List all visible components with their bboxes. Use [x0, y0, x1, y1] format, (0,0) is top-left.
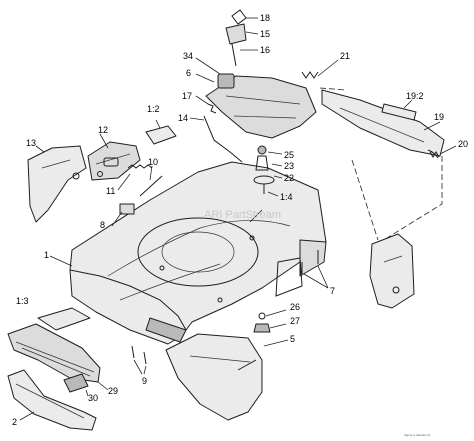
screws-part-9	[131, 345, 147, 375]
callout-7: 7	[330, 286, 335, 296]
spring-part-11	[117, 164, 153, 191]
decal-part-1-2	[145, 125, 177, 145]
clip-part-15	[225, 23, 259, 45]
bracket-part-30	[63, 373, 89, 397]
callout-19: 19	[434, 112, 444, 122]
handle-part-19	[321, 89, 445, 159]
callout-19-2: 19:2	[406, 91, 424, 101]
rod-part-10	[139, 165, 163, 197]
mower-deck-part-1	[69, 161, 327, 345]
callout-26: 26	[290, 302, 300, 312]
mounting-dashed-lines	[319, 87, 443, 247]
callout-21: 21	[340, 51, 350, 61]
callout-9: 9	[142, 376, 147, 386]
callout-1-4: 1:4	[280, 192, 293, 202]
chute-part-5	[165, 333, 289, 421]
bumper-part-29	[7, 323, 109, 391]
callout-15: 15	[260, 29, 270, 39]
housing-part-6	[205, 75, 317, 139]
knob-part-18	[231, 9, 258, 25]
callout-11: 11	[106, 186, 115, 196]
adjuster-assembly-part-22	[253, 145, 283, 197]
pin-part-16	[231, 43, 258, 67]
callout-1-2: 1:2	[147, 104, 160, 114]
decal-part-1-3	[37, 307, 91, 331]
bolts-part-7	[301, 250, 329, 289]
callout-1-3: 1:3	[16, 296, 29, 306]
washer-part-26	[258, 309, 287, 320]
spring-part-20	[429, 145, 457, 158]
bracket-part-2	[7, 369, 97, 431]
callout-18: 18	[260, 13, 270, 23]
callout-30: 30	[88, 393, 98, 403]
callout-29: 29	[108, 386, 118, 396]
callout-34: 34	[183, 51, 193, 61]
callout-1: 1	[44, 250, 49, 260]
callout-22: 22	[284, 173, 294, 183]
callout-13: 13	[26, 138, 36, 148]
callout-5: 5	[290, 334, 295, 344]
callout-6: 6	[186, 68, 191, 78]
clip-part-17	[195, 95, 217, 114]
cover-part-12	[87, 141, 141, 181]
callout-23: 23	[284, 161, 294, 171]
side-plate	[369, 233, 415, 309]
callout-25: 25	[284, 150, 294, 160]
spring-part-21	[301, 59, 339, 79]
callout-16: 16	[260, 45, 270, 55]
decal-part-19-2	[381, 103, 417, 121]
bracket-part-8	[111, 203, 135, 227]
nut-part-27	[253, 323, 287, 333]
watermark-text: ARI PartStream	[204, 209, 281, 221]
callout-14: 14	[178, 113, 188, 123]
callout-2: 2	[12, 417, 17, 427]
callout-27: 27	[290, 316, 300, 326]
callout-12: 12	[98, 125, 108, 135]
callout-8: 8	[100, 220, 105, 230]
rear-door-part-13	[27, 145, 87, 223]
callout-20: 20	[458, 139, 468, 149]
callout-10: 10	[148, 157, 158, 167]
footer-note: Figure 4 (Section 5)	[404, 433, 430, 437]
grommet-part-34	[217, 73, 235, 89]
rod-part-14	[189, 115, 243, 163]
callout-17: 17	[182, 91, 192, 101]
